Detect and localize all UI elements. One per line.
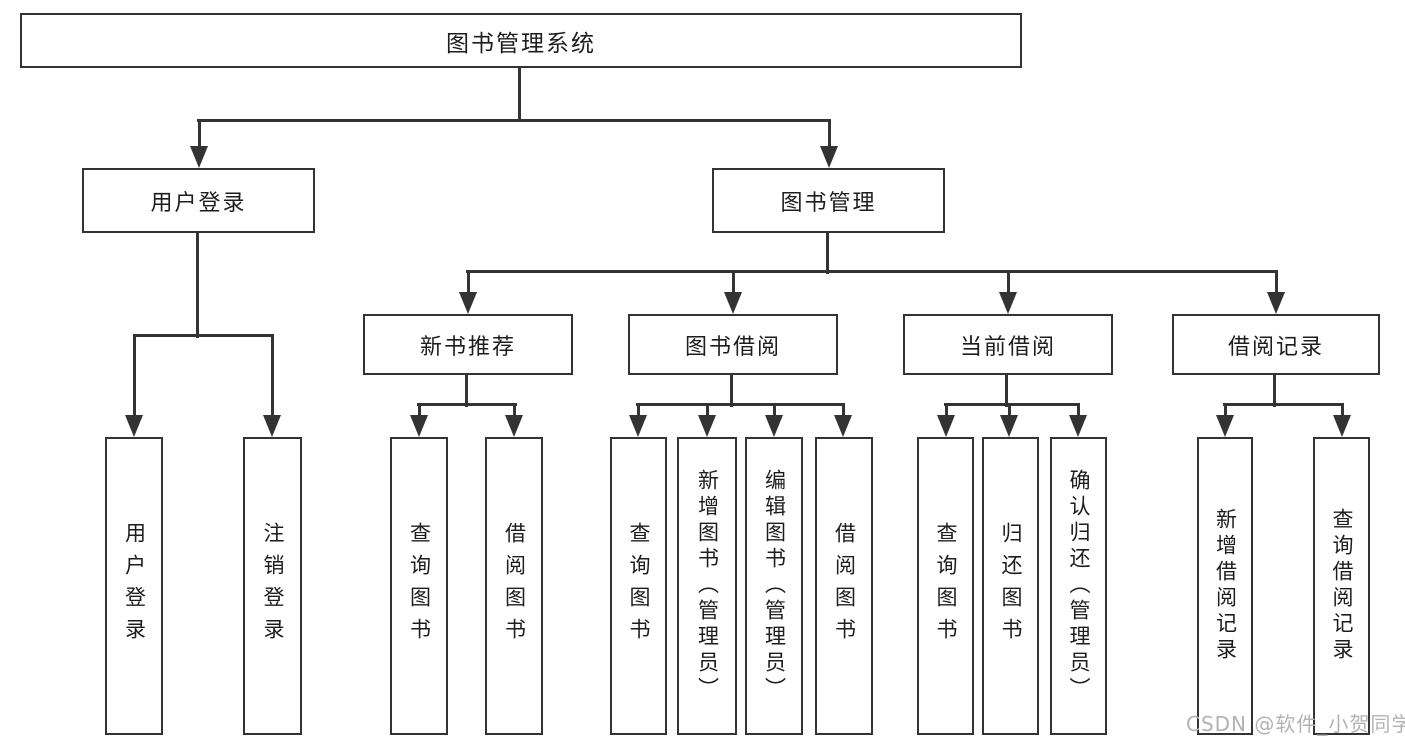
arrow-down-icon <box>1333 415 1351 437</box>
node-label: 注销登录 <box>261 522 285 650</box>
arrow-down-icon <box>1069 415 1087 437</box>
arrow-down-icon <box>505 415 523 437</box>
node-label: 新书推荐 <box>419 334 516 360</box>
node-book-management-system: 图书管理系统 <box>20 13 1022 68</box>
node-new-book-recommendation: 新书推荐 <box>363 314 573 375</box>
node-label: 查询借阅记录 <box>1330 508 1354 664</box>
connector-line <box>512 405 516 421</box>
connector-line <box>1274 272 1278 298</box>
node-label: 用户登录 <box>122 522 147 650</box>
leaf-query-books-2: 查询图书 <box>610 437 667 735</box>
arrow-down-icon <box>410 415 428 437</box>
node-label: 新增图书（管理员） <box>695 469 720 703</box>
node-label: 借阅图书 <box>832 522 857 650</box>
arrow-down-icon <box>724 292 742 314</box>
connector-line <box>1006 272 1010 298</box>
watermark: CSDN @软件_小贺同学 <box>1186 712 1405 736</box>
connector-line <box>464 375 468 407</box>
arrow-down-icon <box>698 415 716 437</box>
arrow-down-icon <box>765 415 783 437</box>
node-label: 查询图书 <box>407 522 432 650</box>
connector-line <box>731 272 735 298</box>
arrow-down-icon <box>190 146 208 168</box>
node-label: 借阅图书 <box>502 522 527 650</box>
connector-line <box>1223 405 1227 421</box>
connector-line <box>466 272 470 298</box>
connector-line <box>417 402 517 406</box>
node-borrowing-records: 借阅记录 <box>1172 314 1380 375</box>
connector-line <box>1007 405 1011 421</box>
connector-line <box>636 402 845 406</box>
connector-line <box>517 68 521 122</box>
leaf-borrow-books-1: 借阅图书 <box>485 437 543 735</box>
node-book-borrowing: 图书借阅 <box>628 314 838 375</box>
node-label: 查询图书 <box>627 522 651 650</box>
node-label: 归还图书 <box>999 522 1023 650</box>
connector-line <box>132 335 136 421</box>
connector-line <box>729 375 733 407</box>
leaf-query-books-3: 查询图书 <box>917 437 974 735</box>
arrow-down-icon <box>834 415 852 437</box>
arrow-down-icon <box>125 415 143 437</box>
connector-line <box>1272 375 1276 407</box>
connector-line <box>705 405 709 421</box>
connector-line <box>772 405 776 421</box>
node-label: 用户登录 <box>150 190 247 216</box>
connector-line <box>825 232 829 274</box>
connector-line <box>195 232 199 338</box>
node-label: 图书管理系统 <box>446 30 596 57</box>
node-label: 编辑图书（管理员） <box>762 469 787 703</box>
connector-line <box>197 118 831 122</box>
node-book-management: 图书管理 <box>712 168 945 233</box>
node-label: 当前借阅 <box>959 334 1056 360</box>
leaf-query-borrow-record: 查询借阅记录 <box>1313 437 1370 735</box>
arrow-down-icon <box>1000 415 1018 437</box>
arrow-down-icon <box>459 292 477 314</box>
arrow-down-icon <box>263 415 281 437</box>
leaf-query-books-1: 查询图书 <box>390 437 448 735</box>
node-label: 图书借阅 <box>684 334 781 360</box>
leaf-logout: 注销登录 <box>243 437 302 735</box>
connector-line <box>1340 405 1344 421</box>
arrow-down-icon <box>629 415 647 437</box>
leaf-borrow-books-2: 借阅图书 <box>815 437 873 735</box>
arrow-down-icon <box>1216 415 1234 437</box>
connector-line <box>841 405 845 421</box>
node-label: 图书管理 <box>780 190 877 216</box>
connector-line <box>827 120 831 152</box>
connector-line <box>944 405 948 421</box>
arrow-down-icon <box>1267 292 1285 314</box>
leaf-edit-book-admin: 编辑图书（管理员） <box>745 437 803 735</box>
node-label: 确认归还（管理员） <box>1067 469 1091 703</box>
connector-line <box>133 333 274 337</box>
node-label: 查询图书 <box>934 522 958 650</box>
arrow-down-icon <box>999 292 1017 314</box>
connector-line <box>1223 402 1344 406</box>
arrow-down-icon <box>820 146 838 168</box>
node-label: 新增借阅记录 <box>1213 508 1238 664</box>
connector-line <box>636 405 640 421</box>
connector-line <box>417 405 421 421</box>
leaf-return-books: 归还图书 <box>982 437 1039 735</box>
node-current-borrowing: 当前借阅 <box>903 314 1113 375</box>
connector-line <box>944 402 1080 406</box>
connector-line <box>466 269 1278 273</box>
leaf-confirm-return-admin: 确认归还（管理员） <box>1050 437 1107 735</box>
connector-line <box>1004 375 1008 407</box>
leaf-user-login: 用户登录 <box>105 437 163 735</box>
connector-line <box>270 335 274 421</box>
leaf-add-book-admin: 新增图书（管理员） <box>677 437 737 735</box>
connector-line <box>1076 405 1080 421</box>
connector-line <box>197 120 201 152</box>
node-label: 借阅记录 <box>1227 334 1324 360</box>
leaf-add-borrow-record: 新增借阅记录 <box>1197 437 1253 735</box>
arrow-down-icon <box>937 415 955 437</box>
node-user-login: 用户登录 <box>82 168 315 233</box>
